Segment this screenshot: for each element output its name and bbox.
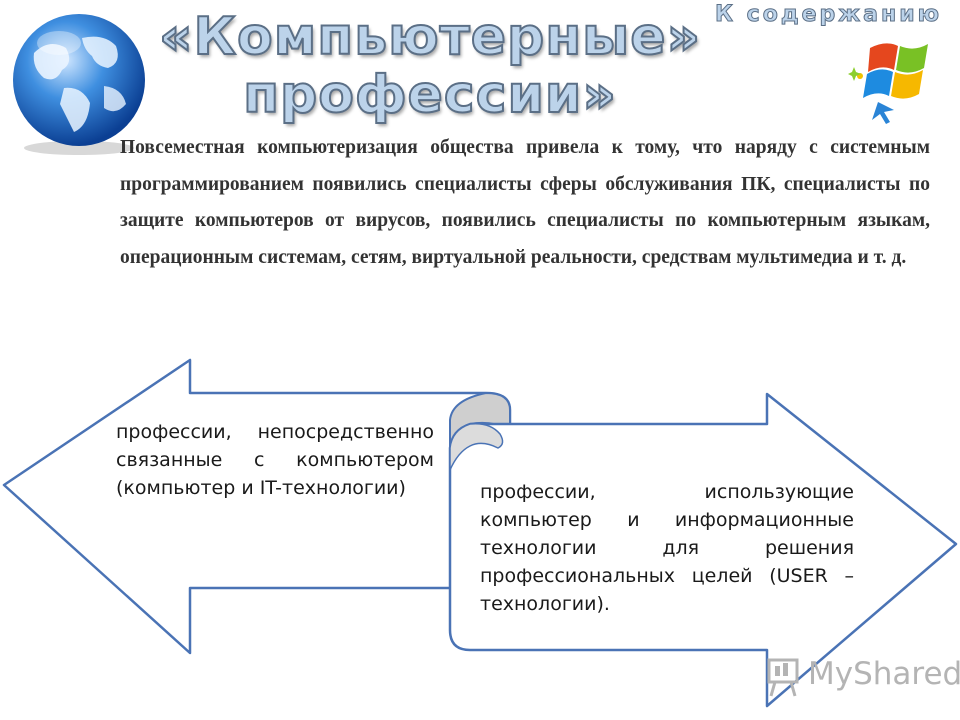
page-title-line2: профессии» xyxy=(242,65,617,125)
intro-paragraph: Повсеместная компьютеризация общества пр… xyxy=(120,137,930,268)
windows-logo-icon xyxy=(848,43,928,124)
right-arrow-scroll-curl xyxy=(449,422,504,471)
right-arrow-text: профессии, использующие компьютер и инфо… xyxy=(480,481,854,615)
watermark-text: MyShared xyxy=(808,656,960,692)
page-title: «Компьютерные» профессии» xyxy=(150,7,710,125)
page-title-line1: «Компьютерные» xyxy=(158,7,702,67)
globe-icon xyxy=(13,14,145,155)
left-arrow-shape xyxy=(2,358,512,655)
table-of-contents-link[interactable]: К содержанию xyxy=(715,2,942,28)
presentation-board-icon xyxy=(767,658,799,697)
left-arrow-text: профессии, непосредственно связанные с к… xyxy=(116,421,434,499)
arrows-diagram xyxy=(2,358,958,708)
